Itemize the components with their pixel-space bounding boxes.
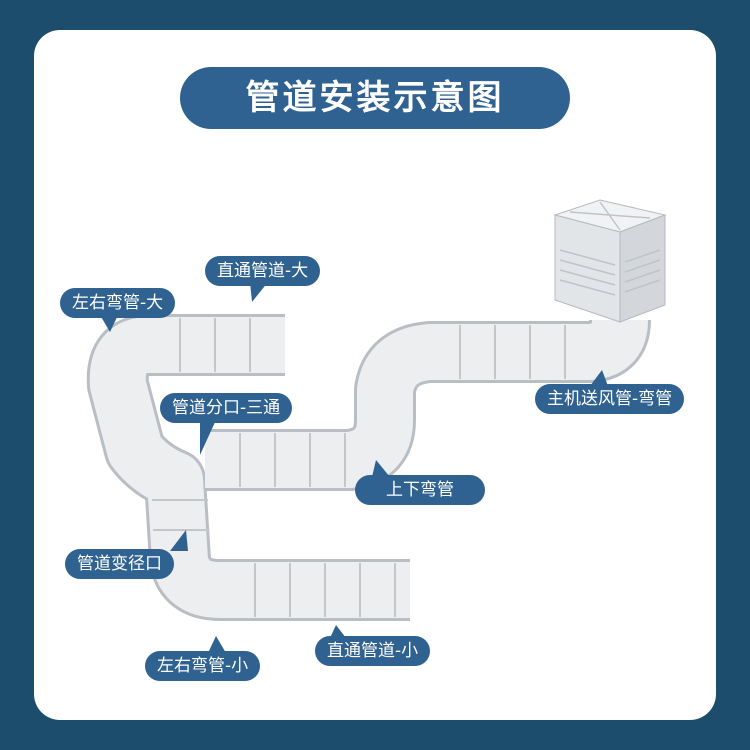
label-straight-large: 直通管道-大 (205, 256, 321, 286)
label-bend-lr-small: 左右弯管-小 (145, 651, 261, 681)
air-cooler-unit (553, 199, 667, 323)
label-pointers (100, 282, 608, 653)
label-bend-ud: 上下弯管 (355, 475, 485, 505)
label-main-outlet: 主机送风管-弯管 (535, 384, 685, 414)
duct-pipes (86, 314, 651, 621)
page-title: 管道安装示意图 (180, 67, 570, 129)
label-bend-lr-large: 左右弯管-大 (60, 288, 176, 318)
label-tee: 管道分口-三通 (160, 393, 293, 423)
duct-segment-lines (152, 318, 566, 617)
label-straight-small: 直通管道-小 (315, 636, 431, 666)
label-reducer: 管道变径口 (65, 549, 174, 579)
duct-branch (205, 318, 648, 488)
duct-upper-large (89, 317, 410, 618)
